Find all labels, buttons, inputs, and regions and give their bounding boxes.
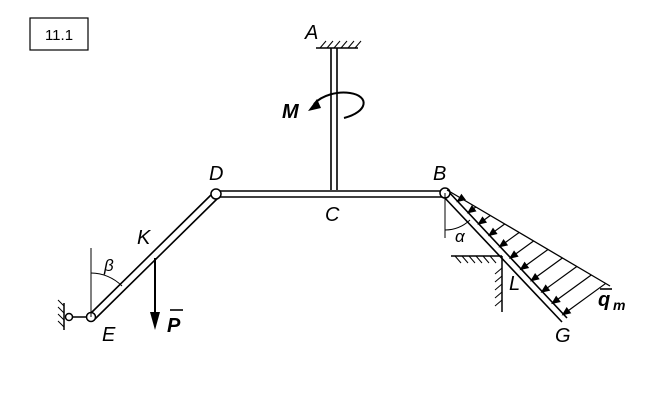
angle-alpha-arc xyxy=(444,219,471,231)
label-c: C xyxy=(325,204,340,226)
label-k: K xyxy=(137,227,152,249)
load-arrowhead xyxy=(498,239,509,248)
support-l-hatching-top xyxy=(454,255,497,264)
moment-m-arc xyxy=(313,91,365,119)
label-distributed-group: q m xyxy=(598,288,625,313)
moment-m xyxy=(308,91,365,119)
load-arrow-shaft xyxy=(562,282,607,316)
load-arrowhead xyxy=(466,205,477,214)
load-arrowhead xyxy=(530,272,540,282)
load-arrowhead xyxy=(477,216,488,225)
label-alpha: α xyxy=(455,227,466,246)
distributed-load-arrows xyxy=(456,193,607,316)
beam-db xyxy=(216,190,445,198)
support-l-hatching-side xyxy=(494,267,503,307)
problem-number: 11.1 xyxy=(45,27,73,44)
label-distributed-q: q xyxy=(598,289,610,311)
distributed-load-envelope xyxy=(446,189,611,287)
angle-alpha: α xyxy=(444,193,471,246)
load-arrowhead xyxy=(551,295,561,305)
distributed-load xyxy=(446,189,611,316)
problem-number-frame xyxy=(29,17,89,51)
support-e xyxy=(57,299,97,330)
load-arrowhead xyxy=(519,261,530,271)
label-l: L xyxy=(509,273,520,295)
label-distributed-sub: m xyxy=(613,297,625,313)
load-arrowhead xyxy=(508,250,519,259)
angle-beta: β xyxy=(90,248,123,317)
label-moment-m: M xyxy=(282,101,300,123)
load-arrowhead xyxy=(456,193,466,203)
load-arrowhead xyxy=(487,227,498,237)
support-e-pin xyxy=(64,312,74,322)
load-arrowhead xyxy=(561,306,572,316)
support-a xyxy=(316,40,362,49)
hinge-d xyxy=(210,188,222,200)
label-e: E xyxy=(102,324,116,346)
label-beta: β xyxy=(103,256,114,275)
label-force-p-group: P xyxy=(167,309,183,337)
moment-m-arrowhead xyxy=(308,99,321,111)
label-d: D xyxy=(209,163,223,185)
angle-beta-arc xyxy=(90,272,123,287)
label-a: A xyxy=(304,22,318,44)
label-b: B xyxy=(433,163,446,185)
label-g: G xyxy=(555,325,571,347)
rod-ac xyxy=(330,48,338,190)
force-p xyxy=(150,258,160,330)
support-a-hatching xyxy=(319,40,362,49)
load-arrowhead xyxy=(540,284,551,293)
support-l xyxy=(451,255,503,312)
force-p-arrowhead xyxy=(150,312,160,330)
label-force-p: P xyxy=(167,315,181,337)
support-e-hatching xyxy=(57,299,65,328)
problem-number-box: 11.1 xyxy=(29,17,89,51)
load-arrow-shaft xyxy=(551,274,592,304)
